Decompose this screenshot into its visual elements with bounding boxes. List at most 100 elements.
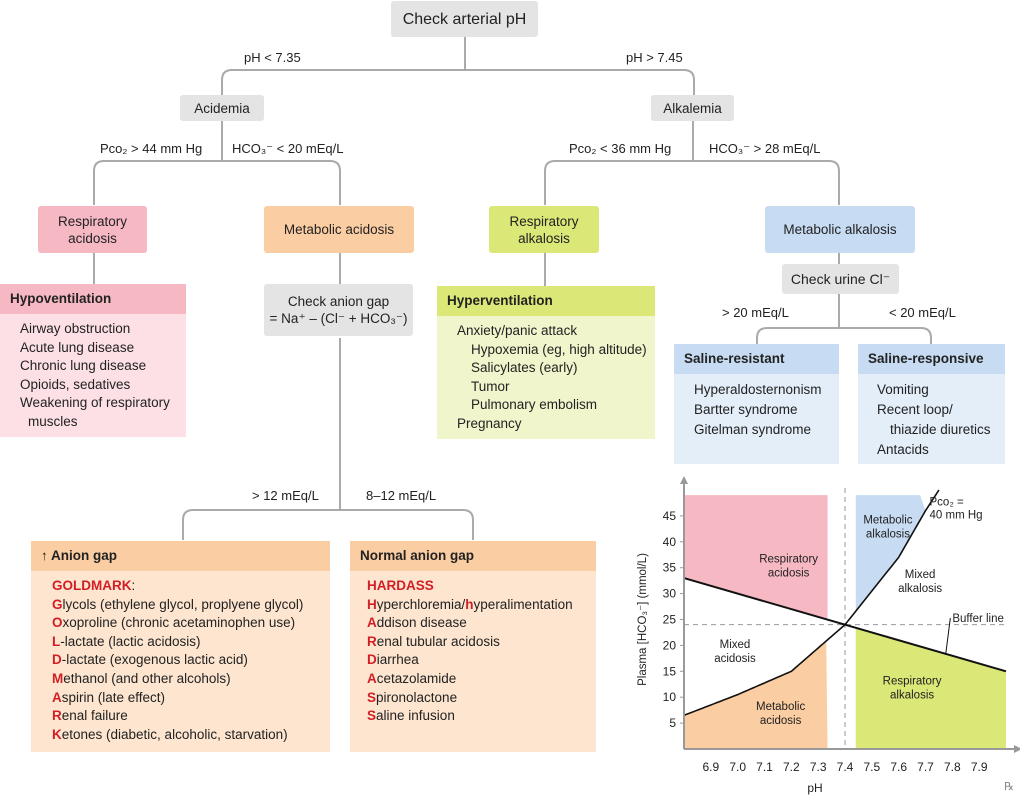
branch-right-label: pH > 7.45 bbox=[626, 50, 683, 65]
hardass-item: Renal tubular acidosis bbox=[367, 633, 500, 649]
x-tick-label: 7.6 bbox=[890, 760, 907, 774]
hyperventilation-item: Pregnancy bbox=[457, 415, 522, 431]
branch-left-label: pH < 7.35 bbox=[244, 50, 301, 65]
pco2-label: Pco₂ = bbox=[930, 497, 964, 509]
mixed-alkalosis-label: Mixed bbox=[905, 569, 936, 581]
buffer-line-pointer bbox=[945, 618, 951, 655]
x-tick-label: 6.9 bbox=[702, 760, 719, 774]
hardass-item: Hyperchloremia/hyperalimentation bbox=[367, 596, 573, 612]
hardass-item: Acetazolamide bbox=[367, 670, 457, 686]
met-alkalosis-label: alkalosis bbox=[866, 529, 910, 541]
saline-responsive-title: Saline-responsive bbox=[858, 344, 1005, 374]
respiratory-alkalosis-region bbox=[855, 627, 1006, 749]
gap-left-label: > 12 mEq/L bbox=[252, 488, 319, 503]
metabolic-acidosis-region bbox=[684, 640, 828, 749]
hardass-item: Saline infusion bbox=[367, 708, 455, 724]
saline-resistant-title: Saline-resistant bbox=[674, 344, 839, 374]
x-tick-label: 7.4 bbox=[837, 760, 854, 774]
saline-responsive-item: Recent loop/ bbox=[877, 402, 953, 417]
alk-right-label: HCO₃⁻ > 28 mEq/L bbox=[709, 141, 821, 156]
rx-logo: ℞ bbox=[1004, 781, 1014, 793]
goldmark-item: L-lactate (lactic acidosis) bbox=[52, 633, 201, 649]
normal-anion-gap-title: Normal anion gap bbox=[350, 541, 596, 571]
hyperventilation-item: Pulmonary embolism bbox=[471, 397, 598, 413]
y-tick-label: 5 bbox=[669, 716, 676, 730]
urine-right-label: < 20 mEq/L bbox=[889, 305, 956, 320]
anion-gap-check-title: Check anion gap bbox=[287, 294, 390, 309]
x-tick-label: 7.9 bbox=[971, 760, 988, 774]
resp-alkalosis-node: Respiratory alkalosis bbox=[489, 206, 599, 253]
high-anion-gap-card: ↑ Anion gap GOLDMARK: Glycols (ethylene … bbox=[31, 541, 330, 752]
hypoventilation-item: Chronic lung disease bbox=[20, 358, 147, 374]
x-tick-label: 7.1 bbox=[756, 760, 773, 774]
saline-responsive-item: Vomiting bbox=[877, 382, 929, 397]
met-alkalosis-label: Metabolic bbox=[863, 515, 912, 527]
y-tick-label: 45 bbox=[663, 509, 677, 523]
y-tick-label: 10 bbox=[663, 690, 677, 704]
saline-responsive-item: Antacids bbox=[877, 442, 929, 457]
resp-alkalosis-label: alkalosis bbox=[890, 689, 934, 701]
root-node: Check arterial pH bbox=[391, 1, 538, 37]
goldmark-item: Renal failure bbox=[52, 708, 128, 724]
saline-resistant-item: Bartter syndrome bbox=[694, 402, 798, 417]
y-axis-label: Plasma [HCO₃⁻] (mmol/L) bbox=[637, 553, 649, 686]
resp-alkalosis-label: Respiratory bbox=[883, 675, 942, 687]
hardass-mnemonic: HARDASS bbox=[367, 578, 434, 593]
pco2-label: 40 mm Hg bbox=[930, 510, 983, 522]
resp-acidosis-label: Respiratory bbox=[759, 554, 818, 566]
goldmark-item: Oxoproline (chronic acetaminophen use) bbox=[52, 615, 296, 631]
x-tick-label: 7.2 bbox=[783, 760, 800, 774]
x-tick-label: 7.8 bbox=[944, 760, 961, 774]
y-tick-label: 20 bbox=[663, 638, 677, 652]
hyperventilation-item: Anxiety/panic attack bbox=[457, 323, 578, 338]
normal-anion-gap-card: Normal anion gap HARDASS Hyperchloremia/… bbox=[350, 541, 596, 752]
y-axis-arrow bbox=[680, 476, 688, 484]
goldmark-item: Glycols (ethylene glycol, proplyene glyc… bbox=[52, 596, 304, 612]
y-tick-label: 40 bbox=[663, 535, 677, 549]
acidemia-node: Acidemia bbox=[180, 95, 264, 121]
respiratory-acidosis-region bbox=[684, 495, 828, 620]
met-acidosis-node: Metabolic acidosis bbox=[264, 206, 414, 253]
hyperventilation-title: Hyperventilation bbox=[437, 286, 655, 316]
met-acidosis-label: Metabolic bbox=[756, 701, 805, 713]
hypoventilation-item: Acute lung disease bbox=[20, 339, 135, 355]
goldmark-item: Methanol (and other alcohols) bbox=[52, 670, 231, 686]
saline-resistant-item: Hyperaldosternonism bbox=[694, 382, 822, 397]
pco2-isobar-line bbox=[683, 489, 940, 717]
hypoventilation-title: Hypoventilation bbox=[0, 284, 186, 314]
y-tick-label: 15 bbox=[663, 664, 677, 678]
x-axis-label: pH bbox=[807, 781, 822, 795]
acid-right-label: HCO₃⁻ < 20 mEq/L bbox=[232, 141, 344, 156]
goldmark-item: Ketones (diabetic, alcoholic, starvation… bbox=[52, 726, 288, 742]
hardass-item: Diarrhea bbox=[367, 652, 419, 668]
hypoventilation-item: Opioids, sedatives bbox=[20, 376, 131, 392]
acid-left-label: Pco₂ > 44 mm Hg bbox=[100, 141, 203, 156]
hypoventilation-item: muscles bbox=[28, 413, 78, 429]
high-anion-gap-title: ↑ Anion gap bbox=[31, 541, 330, 571]
hardass-item: Spironolactone bbox=[367, 689, 458, 705]
x-tick-label: 7.7 bbox=[917, 760, 934, 774]
resp-acidosis-node: Respiratory acidosis bbox=[38, 206, 147, 253]
goldmark-item: D-lactate (exogenous lactic acid) bbox=[52, 652, 248, 668]
x-axis-arrow bbox=[1014, 745, 1020, 753]
buffer-line-label: Buffer line bbox=[952, 613, 1004, 625]
anion-gap-check-node: Check anion gap = Na⁺ – (Cl⁻ + HCO₃⁻) bbox=[264, 284, 413, 336]
hyperventilation-item: Hypoxemia (eg, high altitude) bbox=[471, 341, 647, 357]
alkalemia-node: Alkalemia bbox=[651, 95, 734, 121]
goldmark-mnemonic: GOLDMARK: bbox=[52, 578, 136, 593]
mixed-alkalosis-label: alkalosis bbox=[898, 583, 942, 595]
y-tick-label: 35 bbox=[663, 561, 677, 575]
y-tick-label: 30 bbox=[663, 587, 677, 601]
x-tick-label: 7.5 bbox=[863, 760, 880, 774]
hyperventilation-item: Salicylates (early) bbox=[471, 360, 578, 376]
hypoventilation-item: Airway obstruction bbox=[20, 321, 131, 336]
alk-left-label: Pco₂ < 36 mm Hg bbox=[569, 141, 672, 156]
hardass-item: Addison disease bbox=[367, 615, 467, 631]
metabolic-alkalosis-region bbox=[855, 495, 926, 628]
hyperventilation-item: Tumor bbox=[471, 378, 510, 394]
